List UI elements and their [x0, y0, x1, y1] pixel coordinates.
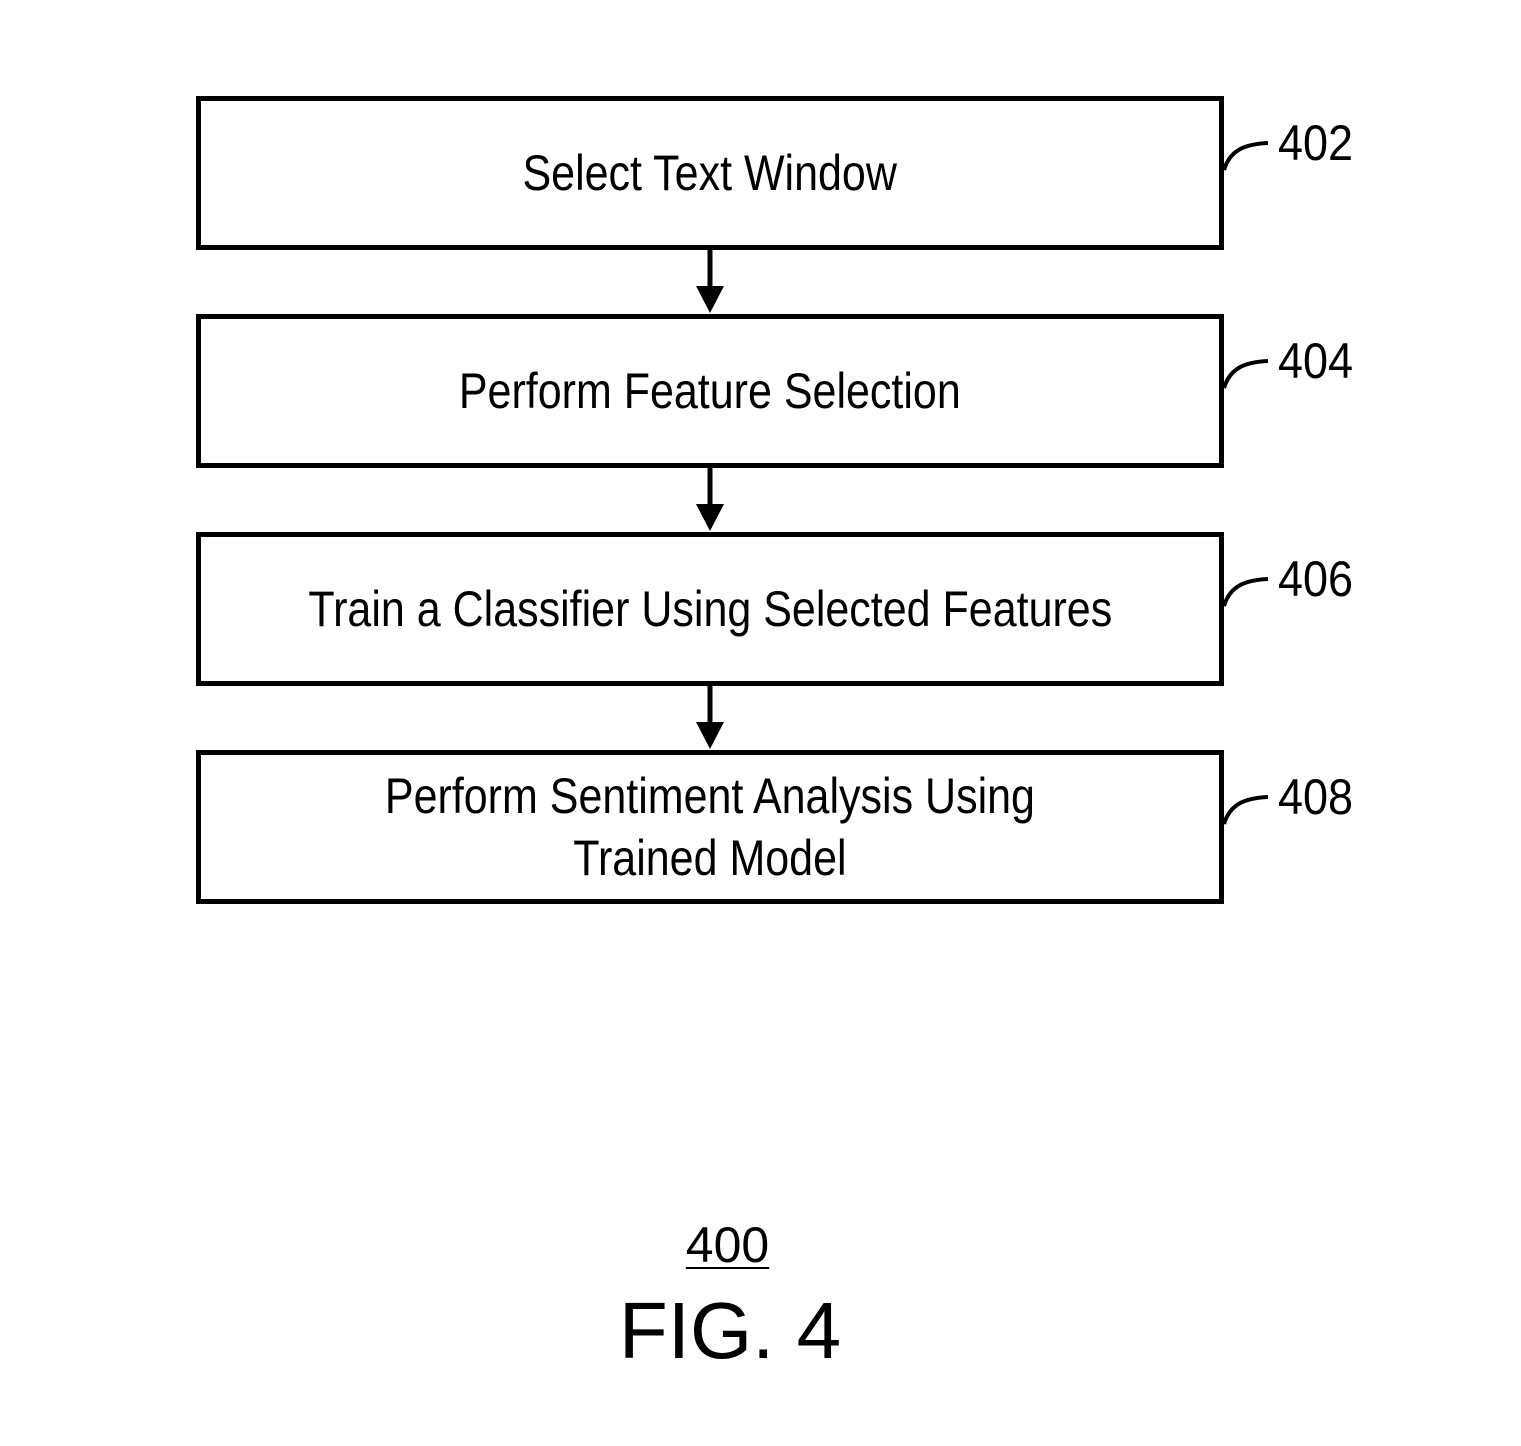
leader-line-408 [1224, 797, 1268, 824]
step-text-402-line-1: Select Text Window [523, 142, 897, 204]
step-box-406: Train a Classifier Using Selected Featur… [196, 532, 1224, 686]
leader-line-406 [1224, 579, 1268, 606]
leader-line-402 [1224, 143, 1268, 170]
step-box-404: Perform Feature Selection [196, 314, 1224, 468]
figure-number: 400 [680, 1218, 775, 1272]
flow-arrow-402-404 [696, 250, 724, 313]
ref-label-402: 402 [1278, 118, 1353, 168]
figure-caption: FIG. 4 [540, 1286, 920, 1376]
flow-arrow-406-408 [696, 686, 724, 749]
step-text-408-line-1: Perform Sentiment Analysis Using [385, 765, 1035, 827]
step-text-404: Perform Feature Selection [459, 360, 961, 422]
step-box-408: Perform Sentiment Analysis Using Trained… [196, 750, 1224, 904]
step-box-402: Select Text Window [196, 96, 1224, 250]
flow-arrow-404-406 [696, 468, 724, 531]
ref-label-408: 408 [1278, 772, 1353, 822]
step-text-406-line-1: Train a Classifier Using Selected Featur… [308, 578, 1112, 640]
leader-line-404 [1224, 361, 1268, 388]
step-text-406: Train a Classifier Using Selected Featur… [308, 578, 1112, 640]
step-text-408: Perform Sentiment Analysis Using Trained… [385, 765, 1035, 889]
ref-label-406: 406 [1278, 554, 1353, 604]
step-text-404-line-1: Perform Feature Selection [459, 360, 961, 422]
step-text-408-line-2: Trained Model [385, 827, 1035, 889]
step-text-402: Select Text Window [523, 142, 897, 204]
ref-label-404: 404 [1278, 336, 1353, 386]
